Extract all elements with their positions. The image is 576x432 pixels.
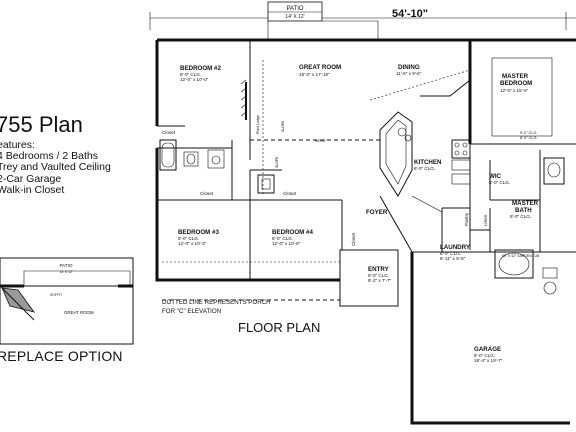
bedroom4-ceiling: 8'-0" CLG. <box>272 236 293 241</box>
kitchen-counters <box>420 79 471 185</box>
master-bath-name: MASTER <box>512 200 539 207</box>
inset-patio-label: PATIO <box>59 263 73 268</box>
feature-item: 4 Bedrooms / 2 Baths <box>0 150 98 163</box>
plant-ledge-wall <box>240 79 247 120</box>
interior-walls <box>157 40 576 280</box>
garage-ceiling: 8'-0" CLG. <box>474 353 495 358</box>
overall-width-dimension: 54'-10" <box>392 8 428 20</box>
closet1-label: Closet <box>162 130 176 135</box>
hall-bath-fixtures <box>159 139 225 171</box>
dining-name: DINING <box>398 64 420 71</box>
closet-vertical-label: Closet <box>351 232 356 246</box>
dining-dim: 11'-6" x 9'-6" <box>396 71 422 76</box>
entry-name: ENTRY <box>368 266 390 273</box>
closet3-label: Closet <box>283 191 297 196</box>
room-wic: WIC 8'-0" CLG. <box>489 173 510 185</box>
patio-dim: 14' X 12' <box>285 14 304 20</box>
room-garage: GARAGE 8'-0" CLG. 19'-4" x 19'-7" <box>474 346 503 363</box>
feature-item: Walk-in Closet <box>0 183 65 196</box>
garage-dim: 19'-4" x 19'-7" <box>474 358 503 363</box>
room-entry: ENTRY 9'-0" CLG. 8'-2" x 7'-7" <box>368 266 392 283</box>
features-list: eatures: 4 Bedrooms / 2 Baths Trey and V… <box>0 139 111 196</box>
foyer-angled-wall <box>379 195 413 253</box>
foyer-name: FOYER <box>366 209 388 216</box>
inset-patio-dim: 14' X 12' <box>60 270 73 274</box>
kitchen-island <box>379 111 413 197</box>
pantry-label: Pantry <box>464 212 469 226</box>
plan-title: 755 Plan <box>0 112 83 137</box>
linen-label: Linen <box>483 214 488 226</box>
room-dining: DINING 11'-6" x 9'-6" <box>396 64 422 76</box>
fireplace-option-inset: PATIO 14' X 12' SOFFIT GREAT ROOM <box>0 257 134 345</box>
slope-label-1: SLOPE <box>281 120 285 132</box>
ridge-label: RIDGE <box>315 139 326 143</box>
features-heading: eatures: <box>0 139 35 151</box>
wic-ceiling: 8'-0" CLG. <box>489 180 510 185</box>
laundry-dim: 6'-11" x 5'-8" <box>440 256 466 261</box>
bedroom4-name: BEDROOM #4 <box>272 229 313 236</box>
master-bath-fixtures <box>494 157 565 295</box>
great-room-name: GREAT ROOM <box>299 64 341 71</box>
room-foyer: FOYER <box>366 209 388 216</box>
great-room-dim: 18'-0" x 17'-10" <box>299 72 330 77</box>
master-ceiling-note-1: 9'-0" CLG. <box>520 131 537 135</box>
room-master-bedroom: MASTER BEDROOM 12'-0" x 15'-6" 9'-0" CLG… <box>500 73 537 140</box>
porch-note-line1: DOTTED LINE REPRESENTS PORCH <box>162 299 271 306</box>
room-closet-1: Closet <box>162 130 176 135</box>
kitchen-ceiling: 8'-0" CLG. <box>414 166 435 171</box>
room-laundry: LAUNDRY 8'-0" CLG. 6'-11" x 5'-8" <box>440 244 471 261</box>
feature-item: Trey and Vaulted Ceiling <box>0 161 111 174</box>
bedroom2-dim: 12'-0" x 10'-0" <box>180 77 209 82</box>
master-bedroom-name-2: BEDROOM <box>500 80 532 87</box>
plant-ledge-label: Plant Ledge <box>256 115 260 134</box>
exterior-walls <box>155 38 576 425</box>
room-bedroom3: BEDROOM #3 8'-0" CLG. 12'-0" x 10'-3" <box>178 229 219 246</box>
fireplace-option-caption: REPLACE OPTION <box>0 348 123 364</box>
kitchen-name: KITCHEN <box>414 159 442 166</box>
laundry-name: LAUNDRY <box>440 244 471 251</box>
top-dimensions: PATIO 14' X 12' 54'-10" <box>149 1 576 40</box>
entry-dim: 8'-2" x 7'-7" <box>368 278 392 283</box>
entry-ceiling: 9'-0" CLG. <box>368 273 389 278</box>
foyer-opening <box>411 195 443 213</box>
master-bath-ceiling: 8'-0" CLG. <box>510 214 531 219</box>
bedroom3-dim: 12'-0" x 10'-3" <box>178 241 207 246</box>
inset-soffit: SOFFIT <box>50 293 62 297</box>
room-closet-2: Closet <box>200 191 214 196</box>
garage-name: GARAGE <box>474 346 501 353</box>
closet2-label: Closet <box>200 191 214 196</box>
room-closet-3: Closet <box>283 191 297 196</box>
bedroom3-ceiling: 8'-0" CLG. <box>178 236 199 241</box>
bedroom3-name: BEDROOM #3 <box>178 229 219 236</box>
room-great-room: GREAT ROOM 18'-0" x 17'-10" <box>299 64 341 77</box>
laundry-ceiling: 8'-0" CLG. <box>440 251 461 256</box>
room-bedroom2: BEDROOM #2 8'-0" CLG. 12'-0" x 10'-0" <box>180 65 221 82</box>
porch-note-line2: FOR "C" ELEVATION <box>162 308 221 315</box>
slope-label-2: SLOPE <box>275 156 279 168</box>
room-kitchen: KITCHEN 8'-0" CLG. <box>414 159 442 171</box>
ceiling-lines <box>160 60 471 301</box>
master-bedroom-dim: 12'-0" x 15'-6" <box>500 88 529 93</box>
master-ceiling-note-2: 8'-0" CLG. <box>520 136 537 140</box>
room-bedroom4: BEDROOM #4 8'-0" CLG. 12'-0" x 10'-8" <box>272 229 313 246</box>
patio-label: PATIO <box>286 6 303 12</box>
master-bath-name-2: BATH <box>515 207 532 214</box>
floor-plan-label: FLOOR PLAN <box>238 320 320 335</box>
wic-name: WIC <box>489 173 502 180</box>
feature-item: 2-Car Garage <box>0 172 62 185</box>
inset-great-room-label: GREAT ROOM <box>64 310 94 315</box>
room-master-bath: MASTER BATH 8'-0" CLG. <box>510 200 539 219</box>
garden-tub-label: 60" X 42" GARDEN TUB <box>502 254 540 258</box>
bedroom2-ceiling: 8'-0" CLG. <box>180 72 201 77</box>
trey-ceiling-outline <box>491 57 553 137</box>
bedroom4-dim: 12'-0" x 10'-8" <box>272 241 301 246</box>
bedroom2-name: BEDROOM #2 <box>180 65 221 72</box>
master-bedroom-name: MASTER <box>502 73 529 80</box>
